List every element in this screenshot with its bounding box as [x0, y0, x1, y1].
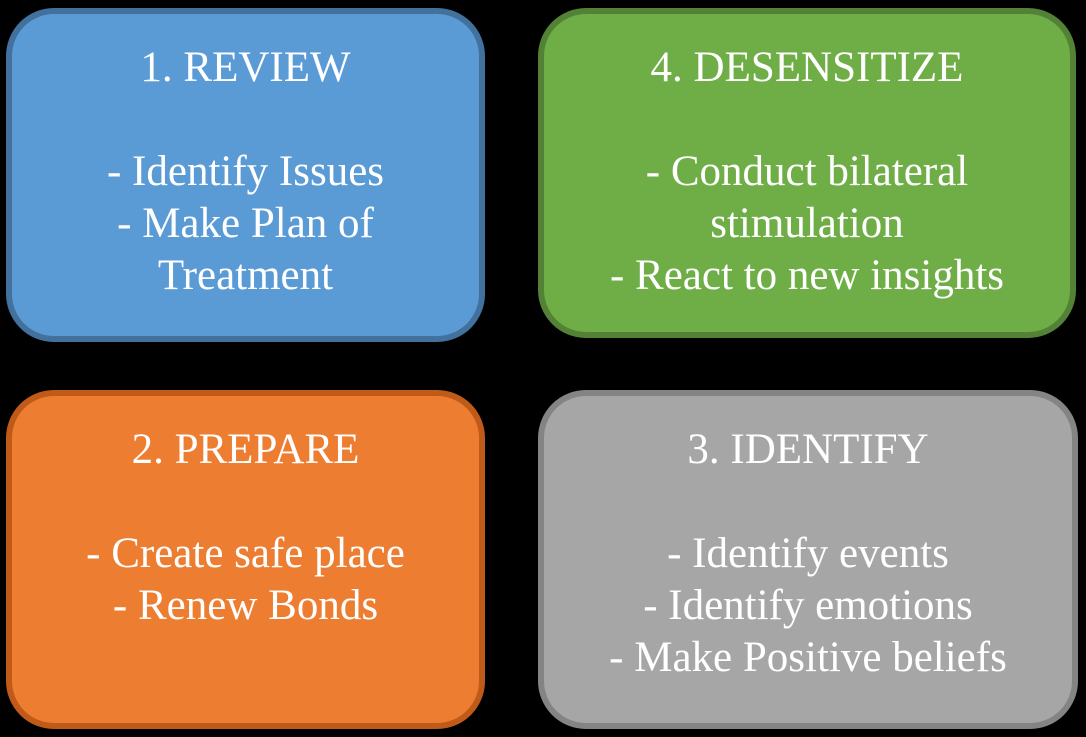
step-details-prepare: - Create safe place - Renew Bonds — [86, 530, 405, 629]
step-details-desensitize: - Conduct bilateral stimulation - React … — [609, 148, 1005, 299]
step-box-3-identify: 3. IDENTIFY - Identify events - Identify… — [538, 390, 1078, 729]
step-title-identify: 3. IDENTIFY — [687, 426, 929, 473]
step-title-review: 1. REVIEW — [140, 44, 351, 91]
step-box-4-desensitize: 4. DESENSITIZE - Conduct bilateral stimu… — [538, 8, 1076, 338]
step-box-1-review: 1. REVIEW - Identify Issues - Make Plan … — [6, 8, 485, 342]
step-title-prepare: 2. PREPARE — [131, 426, 360, 473]
step-details-identify: - Identify events - Identify emotions - … — [609, 530, 1007, 681]
step-title-desensitize: 4. DESENSITIZE — [650, 44, 964, 91]
step-details-review: - Identify Issues - Make Plan of Treatme… — [106, 148, 385, 299]
step-box-2-prepare: 2. PREPARE - Create safe place - Renew B… — [6, 390, 485, 729]
